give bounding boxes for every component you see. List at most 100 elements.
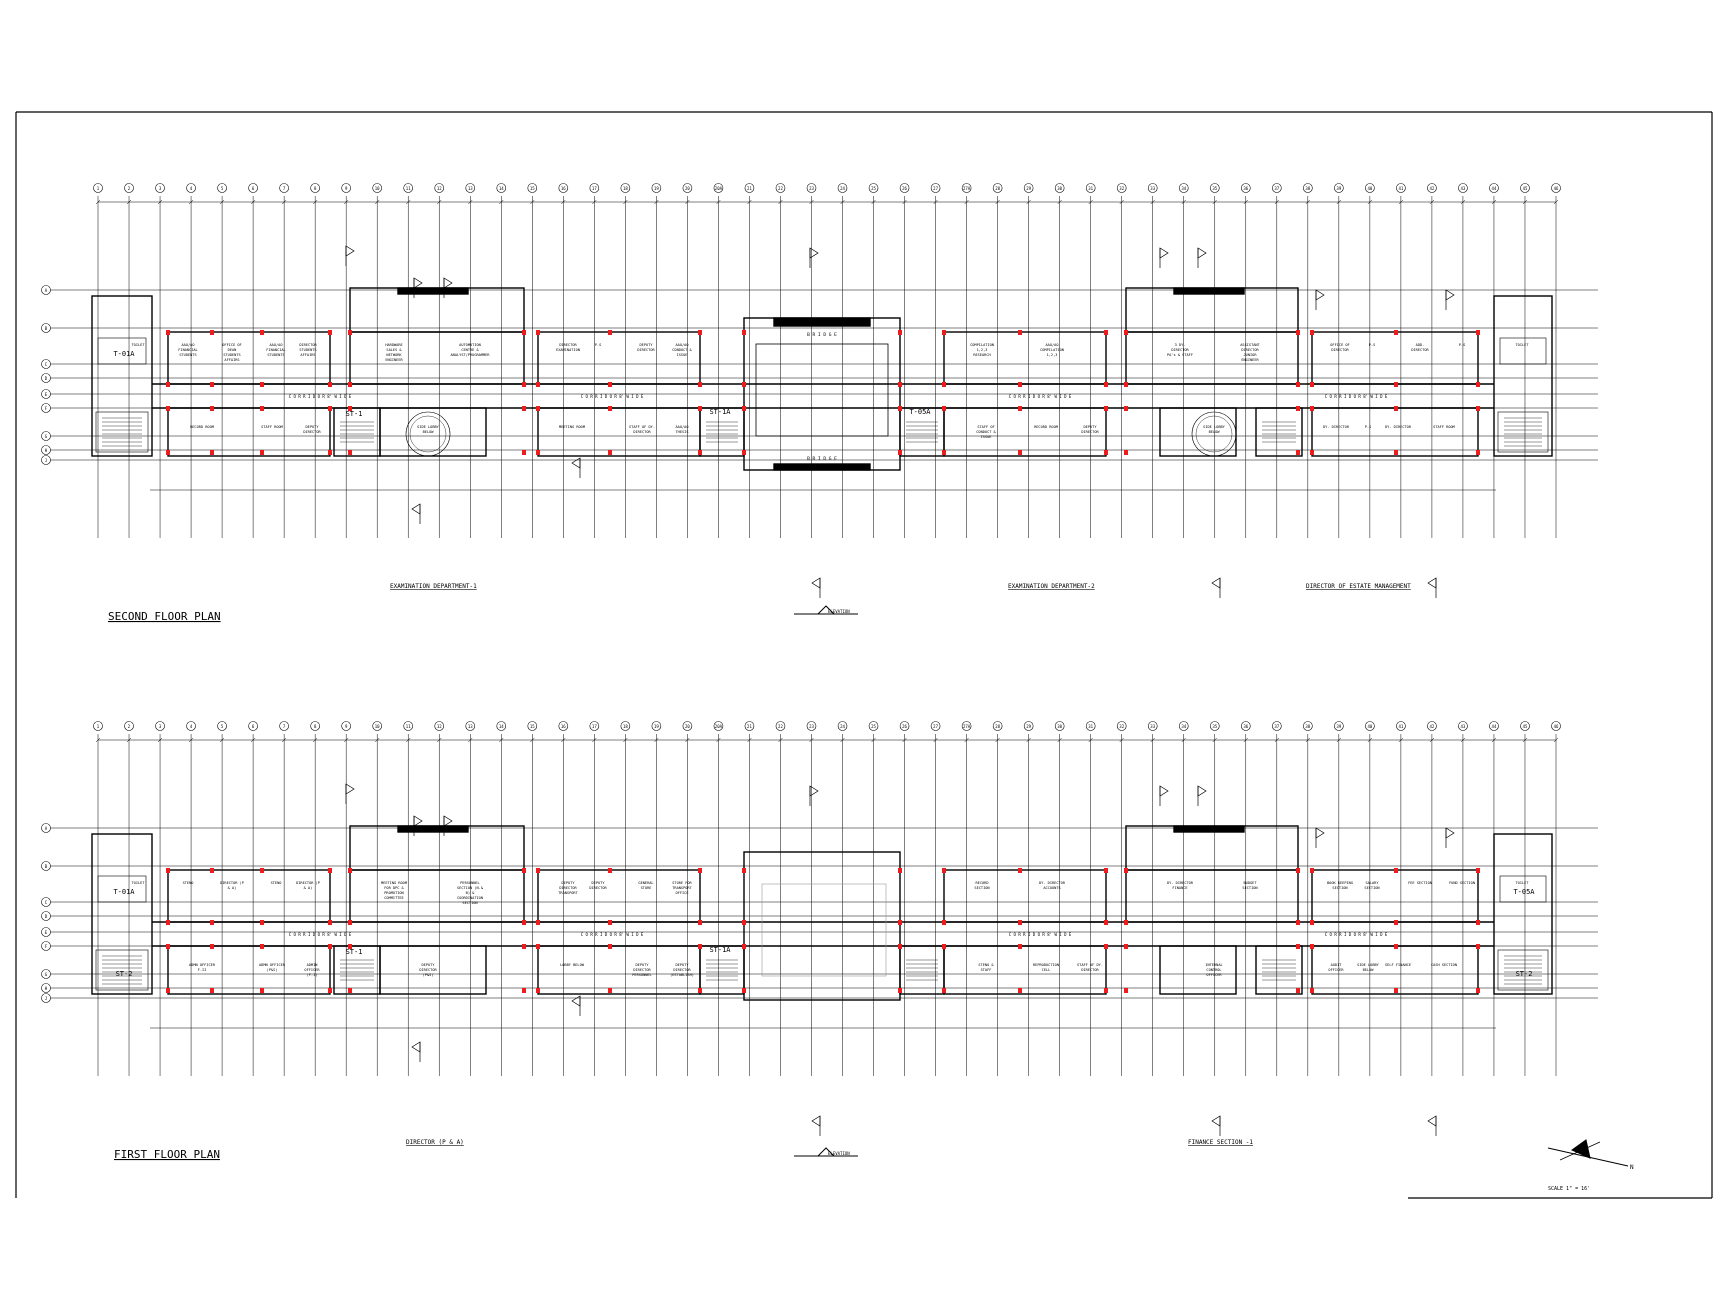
dimension-tick — [281, 737, 287, 743]
room-label: & A) — [228, 886, 237, 890]
dimension-tick — [468, 199, 473, 205]
dimension-tick — [157, 199, 163, 205]
grid-bubble — [248, 721, 258, 731]
room-label: STAFF OF DY. — [629, 425, 655, 429]
column-marker — [1018, 944, 1022, 949]
column-marker — [210, 450, 214, 455]
grid-bubble — [279, 721, 289, 731]
grid-number: 27 — [933, 724, 938, 729]
grid-number: 2 — [128, 724, 131, 729]
room-label: OFFICER — [304, 968, 320, 972]
lobby-circle — [405, 411, 451, 457]
column-marker — [1394, 406, 1398, 411]
room-label: FUND SECTION — [1449, 881, 1475, 885]
column-marker — [260, 450, 264, 455]
room-label: DEAN — [228, 348, 237, 352]
column-marker — [260, 944, 264, 949]
grid-bubble — [1365, 721, 1375, 731]
grid-number: 44 — [1492, 186, 1497, 191]
dimension-tick — [437, 737, 442, 743]
column-marker — [742, 406, 746, 411]
column-marker — [260, 920, 264, 925]
grid-number: 18 — [623, 186, 628, 191]
column-marker — [166, 406, 170, 411]
column-marker — [942, 382, 946, 387]
dimension-tick — [1119, 199, 1124, 205]
room-label: DEPUTY — [636, 963, 650, 967]
column-marker — [210, 944, 214, 949]
grid-number: 23 — [809, 724, 814, 729]
column-marker — [1018, 330, 1022, 335]
column-marker — [1310, 920, 1314, 925]
column-marker — [522, 382, 526, 387]
room-label: (F-I) — [307, 973, 318, 977]
department-caption-exam-2: EXAMINATION DEPARTMENT-2 — [1008, 583, 1095, 590]
dimension-tick — [1429, 199, 1435, 205]
grid-bubble — [41, 927, 51, 937]
toilet-block — [1499, 337, 1547, 365]
column-marker — [166, 920, 170, 925]
dimension-tick — [219, 737, 225, 743]
column-marker — [1310, 382, 1314, 387]
grid-number: 9 — [345, 186, 348, 191]
room-label: STORE — [641, 886, 652, 890]
court-inner — [755, 343, 889, 437]
grid-bubble — [1147, 183, 1158, 193]
grid-number: 32 — [1119, 724, 1124, 729]
room-wing — [1125, 869, 1299, 923]
dimension-tick — [1057, 199, 1062, 205]
room-label: GENERAL — [638, 881, 653, 885]
room-label: DIRECTOR — [559, 343, 577, 347]
room-label: AAO/AO — [182, 343, 195, 347]
grid-bubble — [1396, 721, 1406, 731]
grid-bubble — [992, 183, 1003, 193]
column-marker — [1394, 988, 1398, 993]
stair-tag: ST-2 — [1516, 970, 1533, 978]
grid-bubble — [744, 721, 755, 731]
grid-bubble — [1458, 721, 1468, 731]
section-arrow — [411, 503, 421, 515]
room-label: RESEARCH — [973, 353, 990, 357]
stair-block — [95, 411, 149, 453]
dimension-tick — [157, 737, 163, 743]
column-marker — [942, 944, 946, 949]
grid-bubble — [1334, 183, 1344, 193]
grid-number: 38 — [1305, 186, 1310, 191]
room-label: DIRECTOR — [1411, 348, 1429, 352]
grid-bubble — [93, 721, 103, 731]
grid-bubble — [155, 183, 165, 193]
grid-bubble — [496, 183, 507, 193]
room-label: B) & — [466, 891, 475, 895]
grid-bubble — [620, 183, 631, 193]
column-marker — [1296, 450, 1300, 455]
room-label: P.S — [1369, 343, 1376, 347]
room-label: INTERNAL — [1205, 963, 1222, 967]
column-marker — [1018, 382, 1022, 387]
dimension-tick — [499, 199, 504, 205]
section-arrow — [1159, 785, 1169, 797]
room-label: 1,2,3 — [977, 348, 988, 352]
stair-tag: ST-1A — [709, 408, 731, 416]
dimension-tick — [1026, 199, 1031, 205]
dimension-tick — [1243, 737, 1248, 743]
grid-bubble — [806, 721, 817, 731]
grid-number: 25 — [871, 724, 876, 729]
column-marker — [536, 868, 540, 873]
dimension-tick — [250, 737, 256, 743]
room-label: JUNIOR — [1244, 353, 1258, 357]
room-label: DIRECTOR (P — [296, 881, 320, 885]
grid-number: 33 — [1150, 724, 1155, 729]
room-label: SALES & — [386, 348, 402, 352]
central-court-block — [743, 851, 901, 1001]
grid-bubble — [465, 721, 476, 731]
room-label: STAFF ROOM — [261, 425, 283, 429]
grid-number: 37 — [1274, 186, 1279, 191]
grid-letter: C — [45, 900, 48, 905]
grid-number: 46 — [1554, 186, 1559, 191]
room-label: RECORD ROOM — [1034, 425, 1059, 429]
grid-number: 10 — [375, 724, 380, 729]
column-marker — [608, 988, 612, 993]
column-marker — [742, 868, 746, 873]
stair-tag: ST-1A — [709, 946, 731, 954]
room-label: FEE SECTION — [1408, 881, 1432, 885]
